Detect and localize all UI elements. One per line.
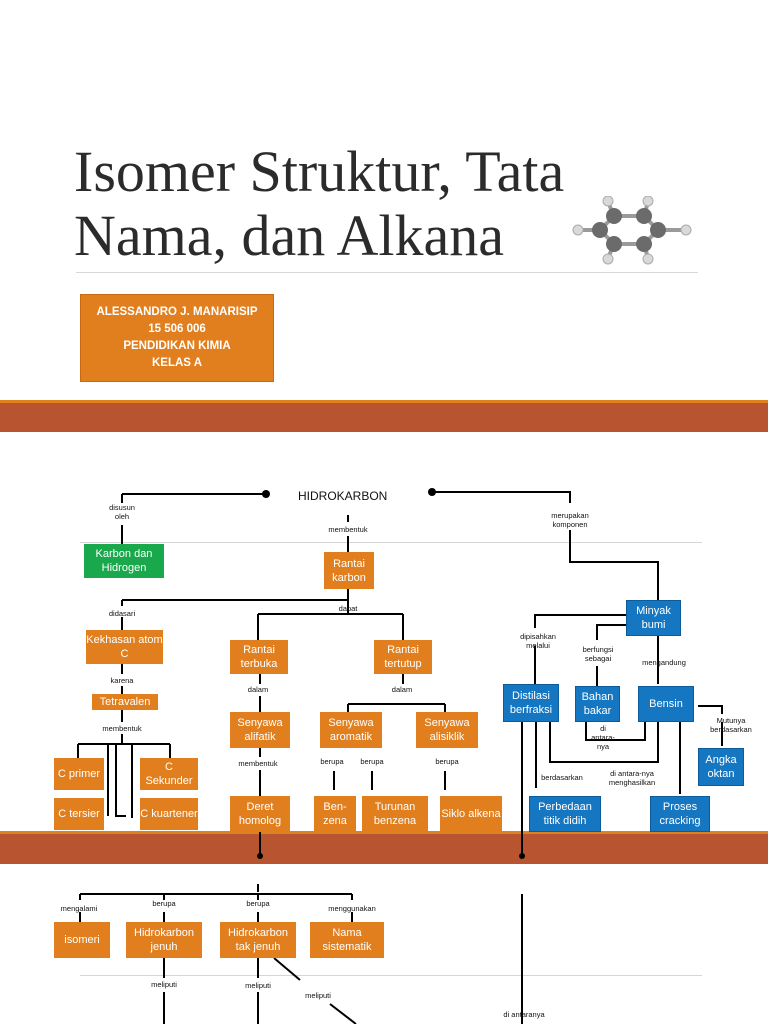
edge-label: berupa (435, 757, 459, 766)
edge-label: berupa (320, 757, 344, 766)
node-c-tersier: C tersier (54, 798, 104, 830)
separator (80, 975, 702, 976)
node-nama-sistematik: Nama sistematik (310, 922, 384, 958)
node-turunan-benzena: Turunan benzena (362, 796, 428, 832)
node-rantai-terbuka: Rantai terbuka (230, 640, 288, 674)
node-distilasi: Distilasi berfraksi (503, 684, 559, 722)
edge-label: meliputi (151, 980, 177, 989)
edge-label: berdasarkan (541, 773, 583, 782)
node-senyawa-alisiklik: Senyawa alisiklik (416, 712, 478, 748)
node-deret-homolog: Deret homolog (230, 796, 290, 832)
separator (80, 542, 702, 543)
decor-band-middle (0, 834, 768, 864)
edge-label: membentuk (328, 525, 368, 534)
edge-label: di antara-nya menghasilkan (608, 769, 656, 787)
band-accent (0, 400, 768, 403)
node-c-sekunder: C Sekunder (140, 758, 198, 790)
edge-label: dapat (338, 604, 358, 613)
edge-label: berupa (246, 899, 270, 908)
node-hidrokarbon: HIDROKARBON (298, 489, 388, 503)
node-rantai-karbon: Rantai karbon (324, 552, 374, 589)
node-senyawa-alifatik: Senyawa alifatik (230, 712, 290, 748)
node-isomeri: isomeri (54, 922, 110, 958)
edge-label: mengandung (642, 658, 686, 667)
node-kekhasan: Kekhasan atom C (86, 630, 163, 664)
node-proses-cracking: Proses cracking (650, 796, 710, 832)
edge-label: disusun oleh (109, 503, 135, 521)
edge-label: menggunakan (328, 904, 376, 913)
node-angka-oktan: Angka oktan (698, 748, 744, 786)
edge-label: merupakan komponen (551, 511, 589, 529)
edge-label: dalam (247, 685, 269, 694)
band-accent (0, 831, 768, 834)
decor-band-top (0, 403, 768, 432)
node-siklo-alkena: Siklo alkena (440, 796, 502, 832)
edge-label: membentuk (102, 724, 142, 733)
edge-label: meliputi (305, 991, 331, 1000)
edge-label: meliputi (245, 981, 271, 990)
author-id: 15 506 006 (148, 323, 206, 335)
node-perbedaan-titik-didih: Perbedaan titik didih (529, 796, 601, 832)
edge-label: membentuk (238, 759, 278, 768)
edge-label: berupa (360, 757, 384, 766)
node-hk-jenuh: Hidrokarbon jenuh (126, 922, 202, 958)
edge-label: di antaranya (503, 1010, 545, 1019)
node-bensin: Bensin (638, 686, 694, 722)
edge-label: berfungsi sebagai (582, 645, 614, 663)
title-divider (76, 272, 698, 273)
node-tetravalen: Tetravalen (92, 694, 158, 710)
author-program: PENDIDIKAN KIMIA (123, 340, 231, 352)
node-hk-tak-jenuh: Hidrokarbon tak jenuh (220, 922, 296, 958)
node-karbon-hidrogen: Karbon dan Hidrogen (84, 544, 164, 578)
edge-label: dalam (391, 685, 413, 694)
node-c-primer: C primer (54, 758, 104, 790)
benzene-molecule-icon (572, 196, 692, 265)
edge-label: di antara- nya (591, 724, 615, 751)
node-rantai-tertutup: Rantai tertutup (374, 640, 432, 674)
edge-label: Mutunya berdasarkan (710, 716, 752, 734)
node-senyawa-aromatik: Senyawa aromatik (320, 712, 382, 748)
author-class: KELAS A (151, 357, 203, 369)
node-benzena: Ben- zena (314, 796, 356, 832)
page-title: Isomer Struktur, Tata Nama, dan Alkana (74, 139, 565, 268)
node-minyak-bumi: Minyak bumi (626, 600, 681, 636)
edge-label: didasari (108, 609, 136, 618)
edge-label: berupa (152, 899, 176, 908)
node-c-kuartener: C kuartener (140, 798, 198, 830)
author-box: ALESSANDRO J. MANARISIP 15 506 006 PENDI… (80, 294, 274, 382)
edge-label: dipisahkan melalui (520, 632, 556, 650)
author-name: ALESSANDRO J. MANARISIP (96, 306, 258, 318)
edge-label: mengalami (60, 904, 98, 913)
edge-label: karena (110, 676, 134, 685)
node-bahan-bakar: Bahan bakar (575, 686, 620, 722)
